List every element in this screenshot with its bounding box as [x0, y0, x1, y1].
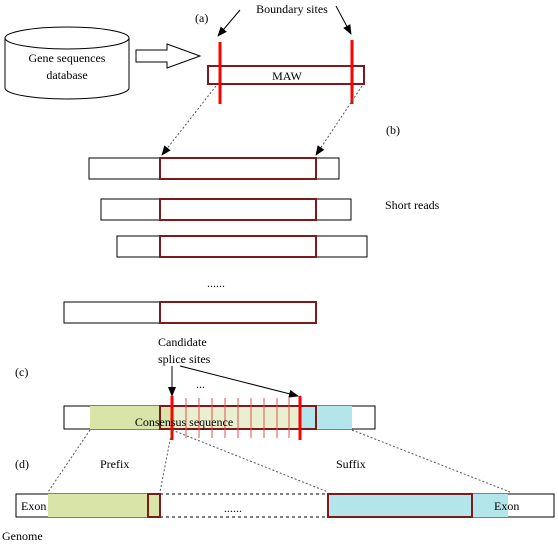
short-read-3	[116, 235, 368, 258]
genome-label: Genome	[2, 529, 43, 543]
genome-prefix-fill	[48, 494, 160, 517]
consensus-sequence-label: Consensus sequence	[135, 415, 233, 429]
database-label-line2: database	[46, 68, 87, 82]
genome-prefix-maw-box	[147, 493, 161, 518]
database-label-line1: Gene sequences	[29, 51, 106, 65]
short-reads-label: Short reads	[385, 198, 440, 212]
genome-ellipsis: ......	[224, 501, 242, 515]
short-read-1	[88, 157, 340, 180]
maw-box	[207, 65, 365, 85]
consensus-suffix-fill	[300, 406, 352, 429]
maw-map-line-right	[315, 85, 363, 156]
boundary-arrow-right	[335, 5, 352, 35]
boundary-sites-label: Boundary sites	[256, 2, 328, 16]
candidate-arrow-right	[179, 365, 299, 398]
short-read-4	[63, 301, 317, 324]
suffix-label: Suffix	[336, 457, 366, 471]
exon-left-label: Exon	[21, 499, 46, 513]
panel-label-c: (c)	[15, 365, 28, 379]
consensus-middle-fill	[172, 406, 316, 429]
candidate-ellipsis: ...	[196, 377, 205, 391]
panel-label-a: (a)	[195, 11, 208, 25]
candidate-splice-ticks	[185, 398, 290, 438]
candidate-splice-sites-line2: splice sites	[158, 352, 211, 366]
maw-label: MAW	[272, 69, 302, 83]
short-read-2	[100, 198, 352, 221]
boundary-arrow-left	[217, 9, 241, 37]
candidate-splice-sites-line1: Candidate	[158, 335, 207, 349]
maw-map-line-left	[161, 85, 217, 156]
block-arrow-icon	[135, 43, 202, 69]
panel-label-d: (d)	[15, 457, 29, 471]
prefix-label: Prefix	[100, 457, 129, 471]
genome-suffix-maw-box	[327, 493, 473, 518]
consensus-prefix-fill	[90, 406, 172, 429]
reads-ellipsis: ......	[207, 276, 225, 290]
exon-right-label: Exon	[494, 499, 519, 513]
database-cylinder-icon	[4, 26, 130, 100]
projection-lines	[47, 429, 511, 493]
genome-suffix-fill	[328, 494, 508, 517]
panel-label-b: (b)	[386, 123, 400, 137]
